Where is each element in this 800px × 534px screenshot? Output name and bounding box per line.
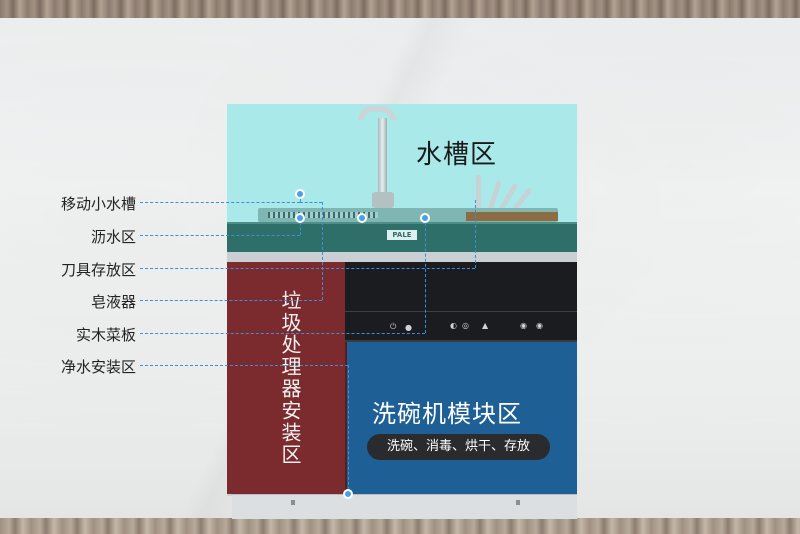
callout-label: 刀具存放区	[60, 261, 136, 279]
leader-line	[425, 218, 426, 333]
cabinet-foot	[291, 500, 295, 505]
panel-divider	[345, 311, 577, 312]
faucet-base	[372, 192, 394, 208]
leader-line	[140, 202, 300, 203]
dishwasher-door	[347, 342, 577, 494]
leader-line	[300, 202, 322, 203]
faucet-column	[378, 118, 387, 202]
option-button-icon[interactable]: ◉	[520, 321, 527, 330]
brand-logo: PALE	[387, 230, 417, 240]
leader-line	[140, 235, 300, 236]
cabinet-foot	[516, 500, 520, 505]
start-button-icon[interactable]: ▲	[482, 321, 489, 330]
knife-icon	[476, 175, 481, 213]
ring-button-icon[interactable]: ◎	[462, 321, 469, 330]
callout-label: 实木菜板	[75, 326, 136, 344]
mode-button-icon[interactable]: ◐	[450, 321, 457, 330]
callout-label: 皂液器	[90, 293, 136, 311]
option-button-icon[interactable]: ◉	[536, 321, 543, 330]
leader-line	[475, 200, 476, 268]
hotspot-dot[interactable]	[357, 213, 367, 223]
leader-line	[140, 300, 322, 301]
sink-zone-title: 水槽区	[416, 140, 498, 170]
indicator-light-icon: ●	[405, 323, 412, 332]
leader-line	[322, 202, 323, 300]
wood-cutting-board	[466, 212, 558, 221]
callout-label: 移动小水槽	[60, 195, 136, 213]
hotspot-dot[interactable]	[420, 213, 430, 223]
hotspot-dot[interactable]	[295, 213, 305, 223]
leader-line	[140, 333, 425, 334]
dishwasher-zone-title: 洗碗机模块区	[372, 400, 522, 428]
sink-zone-panel	[227, 104, 577, 222]
faucet-icon	[358, 106, 396, 120]
leader-line	[348, 365, 349, 495]
leader-line	[140, 268, 475, 269]
wood-bottom-border	[0, 518, 800, 534]
hotspot-dot[interactable]	[343, 489, 353, 499]
cabinet-plinth	[232, 494, 577, 519]
wood-top-border	[0, 0, 800, 18]
drain-rack	[268, 212, 378, 218]
leader-line	[300, 218, 301, 235]
leader-line	[140, 365, 348, 366]
callout-label: 净水安装区	[60, 358, 136, 376]
dishwasher-features-badge: 洗碗、消毒、烘干、存放	[367, 434, 550, 460]
control-panel	[345, 262, 577, 342]
hotspot-dot[interactable]	[295, 189, 305, 199]
disposer-zone-title: 垃圾处理器安装区	[278, 290, 302, 466]
callout-label: 沥水区	[90, 228, 136, 246]
power-button-icon[interactable]: ⏻	[390, 322, 397, 331]
